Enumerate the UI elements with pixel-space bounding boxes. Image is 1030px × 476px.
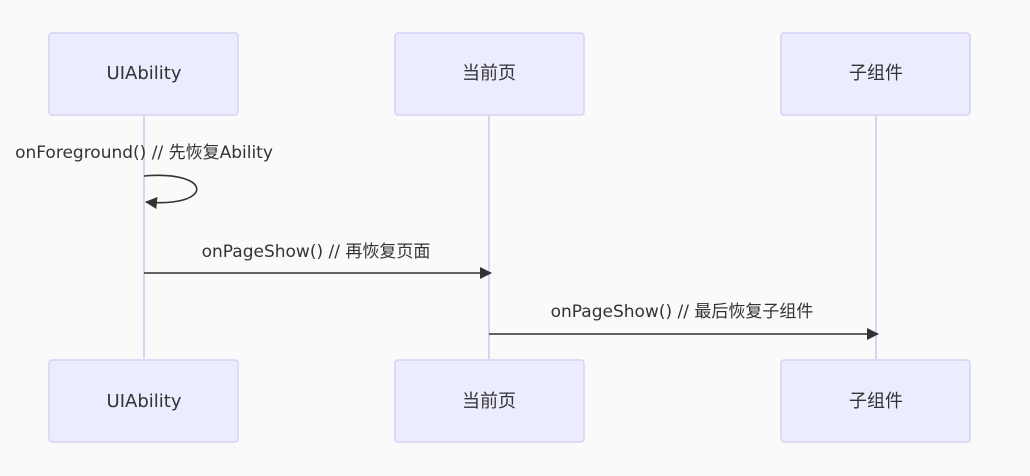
actor-label: UIAbility [107,63,182,84]
message-on-page-show-child: onPageShow() // 最后恢复子组件 [489,302,879,340]
message-label: onPageShow() // 再恢复页面 [202,242,431,262]
message-on-page-show-page: onPageShow() // 再恢复页面 [144,242,492,279]
actor-bottom-current-page: 当前页 [394,359,585,443]
message-label: onPageShow() // 最后恢复子组件 [551,302,814,322]
actor-label: 子组件 [849,63,903,84]
actor-label: UIAbility [107,391,182,412]
message-on-foreground: onForeground() // 先恢复Ability [15,143,273,209]
actor-bottom-child-component: 子组件 [780,359,971,443]
actor-label: 当前页 [462,63,516,84]
actor-top-child-component: 子组件 [780,32,971,116]
message-label: onForeground() // 先恢复Ability [15,143,273,163]
actor-label: 子组件 [849,391,903,412]
actor-top-uiability: UIAbility [48,32,239,116]
actor-bottom-uiability: UIAbility [48,359,239,443]
actor-label: 当前页 [462,391,516,412]
self-call-arrow [143,174,198,209]
actor-top-current-page: 当前页 [394,32,585,116]
